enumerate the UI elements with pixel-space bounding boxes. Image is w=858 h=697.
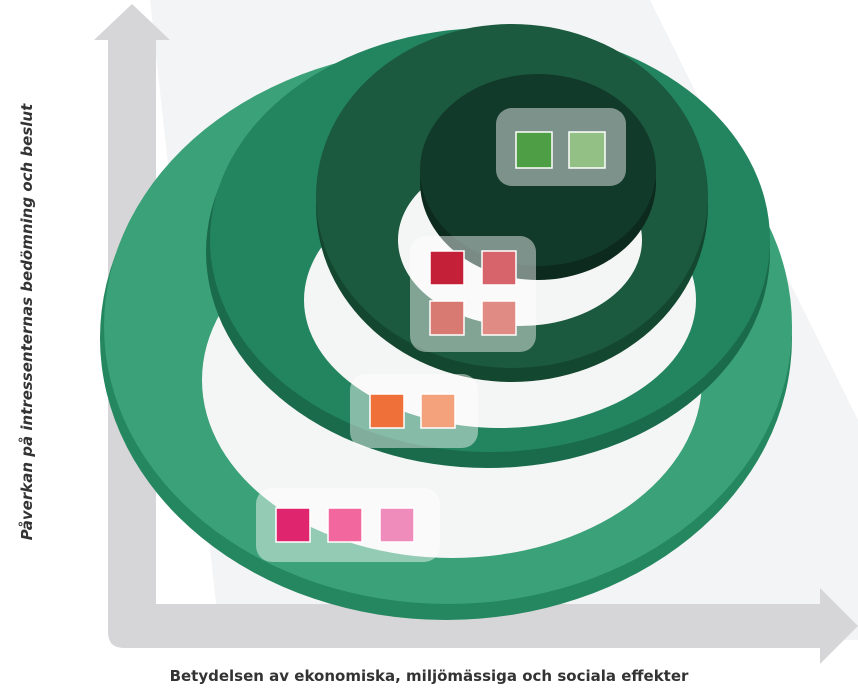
group-panel <box>350 374 478 448</box>
topic-square <box>379 507 415 543</box>
middle-group <box>350 374 478 448</box>
outer-group <box>256 488 440 562</box>
core-group <box>496 108 626 186</box>
topic-square <box>275 507 311 543</box>
topic-square <box>429 300 465 336</box>
y-axis-label: Påverkan på intressenternas bedömning oc… <box>18 103 36 541</box>
group-panel <box>410 236 536 352</box>
inner-group <box>410 236 536 352</box>
topic-square <box>429 250 465 286</box>
topic-square <box>568 131 606 169</box>
x-axis-label: Betydelsen av ekonomiska, miljömässiga o… <box>169 667 689 685</box>
topic-square <box>420 393 456 429</box>
topic-square <box>481 300 517 336</box>
core-top <box>420 74 656 266</box>
topic-square <box>515 131 553 169</box>
topic-square <box>481 250 517 286</box>
topic-square <box>369 393 405 429</box>
topic-square <box>327 507 363 543</box>
